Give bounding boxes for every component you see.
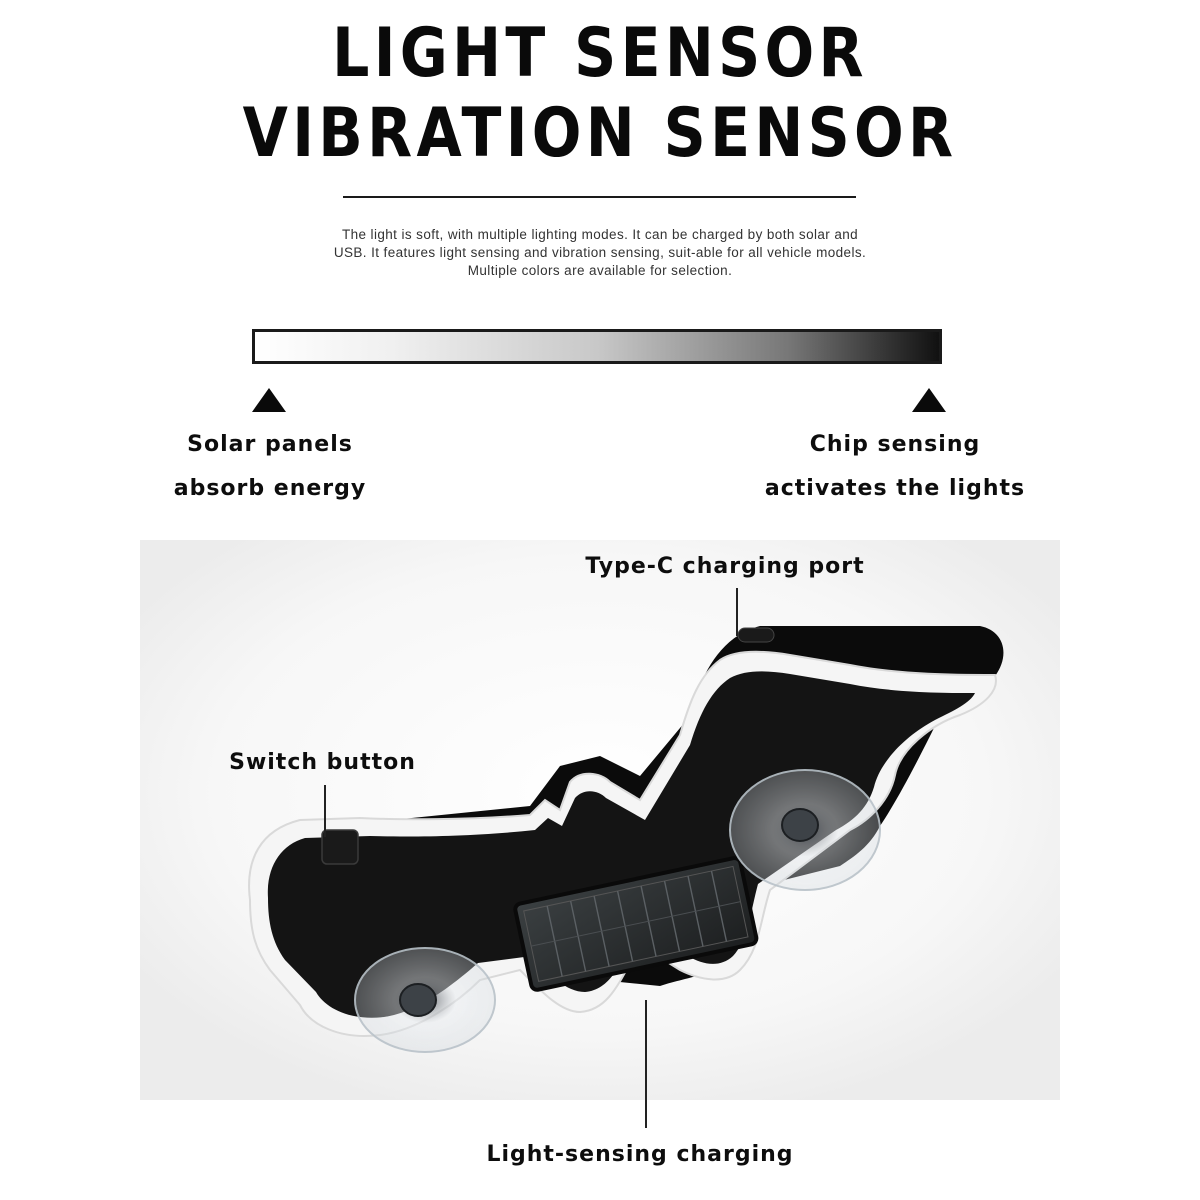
solar-panels-label-line-1: Solar panels [187,432,353,457]
headline-line-1: LIGHT SENSOR [332,14,868,93]
triangle-up-icon [252,388,286,412]
type-c-port-icon [737,627,775,643]
switch-callout-line [324,785,326,837]
divider [343,196,856,198]
chip-sensing-label-line-1: Chip sensing [809,432,981,457]
solar-panels-label: Solar panels absorb energy [150,423,390,511]
light-gradient-bar [252,329,942,364]
product-description: The light is soft, with multiple lightin… [333,227,867,278]
bat-light-product [140,540,1060,1100]
bat-face [267,671,975,1018]
solar-panel-icon [513,856,759,992]
switch-button-label: Switch button [229,750,416,775]
suction-cup-left-icon [354,947,496,1053]
triangle-up-icon [912,388,946,412]
charging-callout-line [645,1000,647,1128]
type-c-callout-line [736,588,738,636]
switch-button-icon [321,829,359,865]
light-sensing-charging-label: Light-sensing charging [486,1142,794,1167]
chip-sensing-label: Chip sensing activates the lights [750,423,1040,511]
suction-cup-right-icon [729,769,881,891]
chip-sensing-label-line-2: activates the lights [764,476,1026,501]
type-c-port-label: Type-C charging port [585,554,865,579]
headline-line-2: VIBRATION SENSOR [242,94,958,173]
solar-panels-label-line-2: absorb energy [173,476,367,501]
